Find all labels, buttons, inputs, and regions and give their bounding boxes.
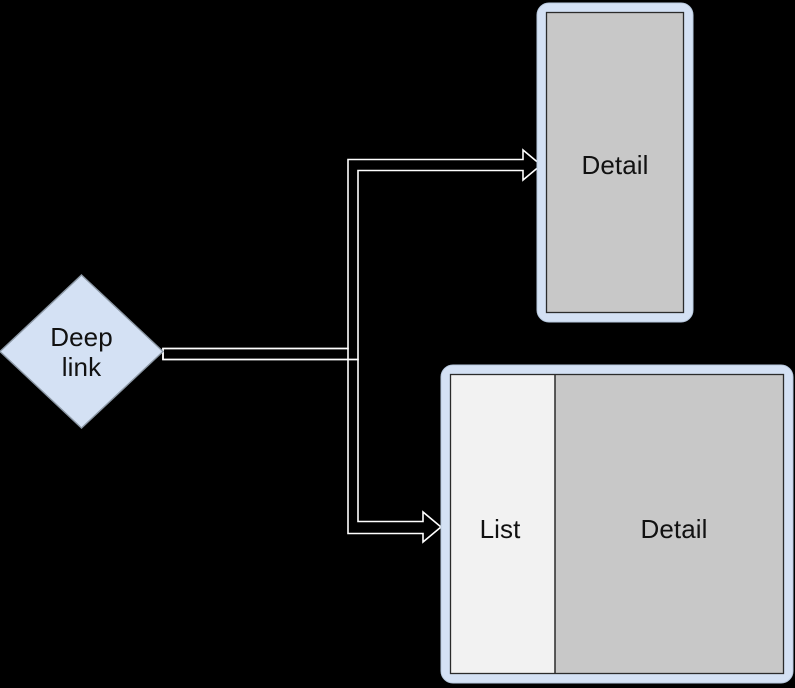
deep-link-diamond-shape (0, 274, 165, 429)
node-list-detail-screen[interactable] (440, 364, 794, 684)
list-pane-display[interactable] (450, 374, 556, 674)
detail-screen-display (545, 11, 685, 314)
edge-deeplink-to-list-detail-outline (162, 347, 443, 544)
edge-deeplink-to-detail-outline (162, 148, 543, 361)
edge-deeplink-to-detail[interactable] (162, 148, 543, 361)
node-detail-screen[interactable] (536, 2, 694, 323)
detail-pane-display[interactable] (555, 374, 784, 674)
node-deep-link[interactable] (0, 274, 165, 429)
edge-deeplink-to-list-detail[interactable] (162, 347, 443, 544)
list-detail-screen-border (449, 373, 785, 675)
